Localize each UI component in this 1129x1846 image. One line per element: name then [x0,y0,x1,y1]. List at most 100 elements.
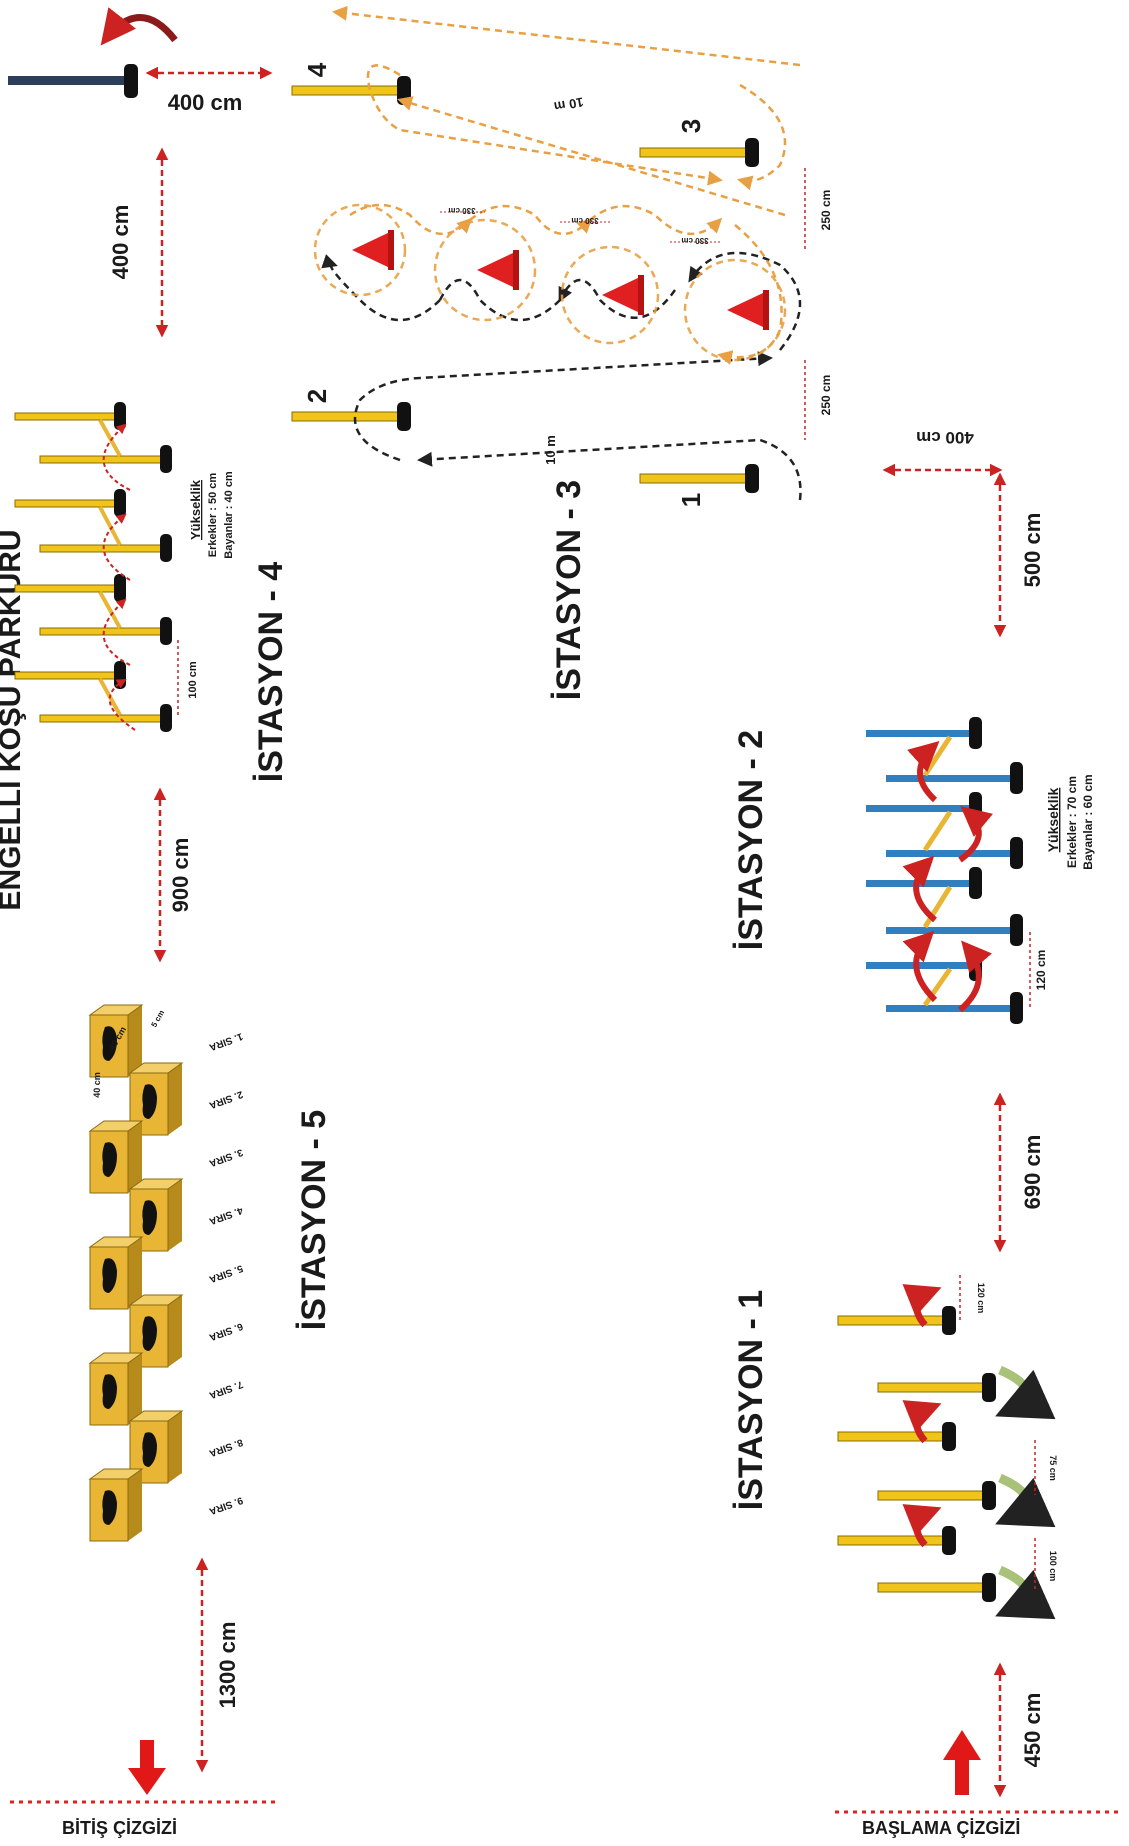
cone-icon [727,290,769,330]
station-3: 1 2 3 4 [291,5,833,700]
start-line-label: BAŞLAMA ÇİZGİZİ [862,1818,1021,1838]
red-curved-arrow [907,740,940,803]
dist-s2-s3-vertical: 500 cm [1020,513,1045,588]
s3-orange-path [313,5,801,365]
s2-height-men: Erkekler : 70 cm [1065,776,1079,868]
s5-hurdle-box [88,1352,144,1426]
s5-row-label: 1. SIRA [208,1030,245,1052]
green-curved-arrow [995,1473,1056,1528]
s4-height-men: Erkekler : 50 cm [207,473,219,558]
s1-dim-100: 100 cm [1048,1551,1058,1582]
s3-pole-1 [639,464,759,493]
footprint-icon [102,1026,117,1061]
s2-pole [886,837,1023,869]
s4-spacing: 100 cm [187,661,199,699]
s3-cones [352,230,769,330]
s3-s4-distances: 400 cm 400 cm [8,7,273,338]
station-5-title: İSTASYON - 5 [295,1110,333,1330]
station-1-title: İSTASYON - 1 [732,1290,770,1510]
dist-s3-s4-vertical: 400 cm [108,205,133,280]
s5-hurdle-box [88,1120,144,1194]
s2-turn-arrows [902,740,994,1013]
s5-hurdle-grid [88,1004,184,1542]
red-curved-arrow [957,940,993,1013]
station-4-title: İSTASYON - 4 [252,562,290,782]
s3-cone-gaps [440,211,720,243]
s4-height-title: Yükseklik [188,479,203,540]
s3-cone-gap: 330 cm [448,206,475,215]
s3-gap-label: 250 cm [819,375,833,416]
s4-pole [39,534,172,562]
red-curved-arrow [902,930,938,1003]
s1-dim-75: 75 cm [1048,1455,1058,1481]
s5-row-label: 9. SIRA [208,1494,245,1516]
s1-dimension-lines [959,1275,1036,1592]
s3-pole-3-number: 3 [676,119,706,133]
station-1: 100 cm 75 cm 120 cm İSTASYON - 1 [732,1275,1058,1620]
dist-start-s1: 450 cm [1020,1693,1045,1768]
course-title: ENGELLİ KOŞU PARKURU [0,529,27,910]
s5-hurdle-box [88,1468,144,1542]
s2-pole [866,717,982,749]
station-2: 120 cm Yükseklik Erkekler : 70 cm Bayanl… [732,717,1095,1024]
down-arrow-icon [128,1740,166,1795]
s3-black-path [321,251,802,501]
up-arrow-icon [943,1730,981,1795]
s3-cone-gap: 330 cm [571,216,598,225]
s5-row-label: 5. SIRA [208,1262,245,1284]
footprint-icon [142,1084,157,1119]
s2-pole [886,762,1023,794]
start-distances: 690 cm 450 cm [993,1092,1045,1798]
red-curved-arrow [902,1284,942,1328]
s2-pole [886,992,1023,1024]
s4-pole [14,402,126,430]
footprint-icon [102,1374,117,1409]
footprint-icon [142,1200,157,1235]
s4-pole [39,704,172,732]
s3-gap-label: 250 cm [819,190,833,231]
station-4-poles [14,402,172,732]
s1-pole [877,1373,996,1402]
s5-hurdle-box [128,1410,184,1484]
footprint-icon [142,1432,157,1467]
s1-pole [877,1481,996,1510]
station-3-title: İSTASYON - 3 [550,480,588,700]
s5-hurdle-box [88,1236,144,1310]
s4-s5-distance: 900 cm [153,787,193,963]
turning-bar [8,76,128,85]
dist-s2-s3-horizontal: 400 cm [916,428,974,447]
s2-spacing: 120 cm [1034,950,1048,991]
station-2-title: İSTASYON - 2 [732,730,770,950]
s5-hurdle-box [88,1004,144,1078]
footprint-icon [102,1490,117,1525]
s5-row-label: 8. SIRA [208,1436,245,1458]
red-curved-arrow [902,1504,942,1548]
s1-pole [837,1526,956,1555]
footprint-icon [102,1258,117,1293]
s1-dim-120: 120 cm [976,1283,986,1314]
s5-row-label: 4. SIRA [208,1204,245,1226]
s3-run-distance: 10 m [543,435,558,465]
dist-s3-s4-horizontal: 400 cm [168,90,243,115]
s4-pole [39,445,172,473]
s2-pole [866,792,982,824]
s5-dim-h: 40 cm [92,1072,102,1098]
s4-height-women: Bayanlar : 40 cm [223,471,235,559]
dist-s1-s2: 690 cm [1020,1135,1045,1210]
dist-s5-finish: 1300 cm [215,1622,240,1709]
s1-pole [877,1573,996,1602]
cone-icon [477,250,519,290]
s3-pole-2-number: 2 [302,389,332,403]
s3-pole-4-number: 4 [302,62,332,77]
s5-row-label: 6. SIRA [208,1320,245,1342]
red-curved-arrow [958,806,994,863]
s5-row-label: 7. SIRA [208,1378,245,1400]
s3-pole-1-number: 1 [676,493,706,507]
dist-s4-s5: 900 cm [168,838,193,913]
station-1-poles [837,1306,996,1602]
s1-turn-arrows [902,1284,1056,1620]
station-4: 100 cm Yükseklik Erkekler : 50 cm Bayanl… [14,402,290,782]
